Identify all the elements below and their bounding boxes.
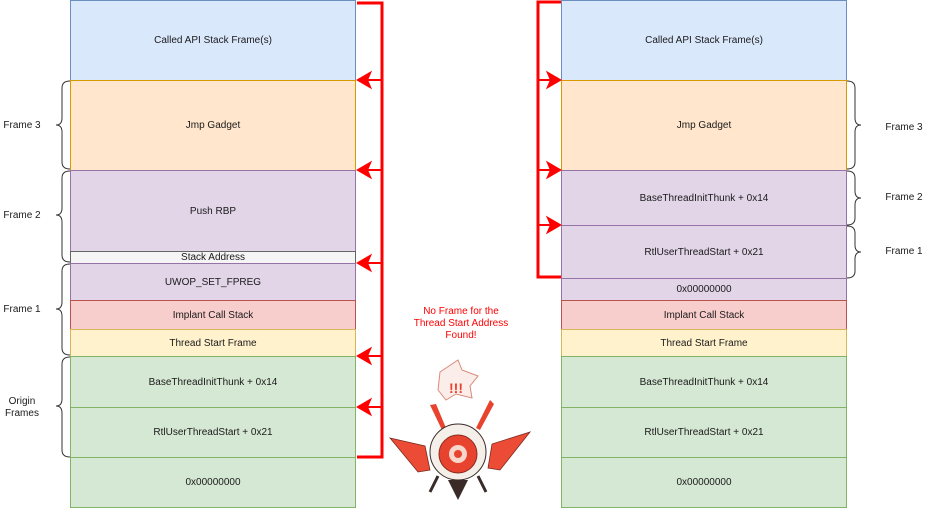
right-cell-thread-start-frame: Thread Start Frame (561, 329, 847, 357)
left-cell-called-api: Called API Stack Frame(s) (70, 0, 356, 81)
right-cell-called-api: Called API Stack Frame(s) (561, 0, 847, 81)
left-label-frame-3: Frame 3 (3, 120, 41, 131)
left-label-frame-1: Frame 1 (3, 304, 41, 315)
right-cell-rtluserthreadstart: RtlUserThreadStart + 0x21 (561, 407, 847, 458)
left-label-origin-frames: Origin Frames (5, 396, 39, 419)
right-brace-frame-3 (846, 80, 862, 170)
right-cell-basethreadinitthunk: BaseThreadInitThunk + 0x14 (561, 356, 847, 408)
alert-exclaim-text: !!! (449, 380, 463, 396)
left-label-frame-2: Frame 2 (3, 210, 41, 221)
left-cell-jmp-gadget: Jmp Gadget (70, 80, 356, 171)
warning-line-2: Thread Start Address (413, 318, 509, 329)
right-unwind-chain (536, 0, 561, 279)
right-label-frame-1: Frame 1 (885, 246, 923, 257)
left-cell-implant-call-stack: Implant Call Stack (70, 300, 356, 330)
alert-robot-icon: !!! (388, 359, 532, 500)
warning-text: No Frame for the Thread Start Address Fo… (400, 306, 522, 342)
right-label-frame-3: Frame 3 (885, 122, 923, 133)
left-brace-frame-3 (55, 80, 71, 170)
right-cell-implant-call-stack: Implant Call Stack (561, 300, 847, 330)
left-cell-null-address: 0x00000000 (70, 457, 356, 508)
left-brace-frame-2 (55, 170, 71, 263)
warning-line-3: Found! (445, 330, 477, 341)
left-brace-origin (55, 356, 71, 458)
right-cell-jmp-gadget: Jmp Gadget (561, 80, 847, 171)
left-cell-basethreadinitthunk: BaseThreadInitThunk + 0x14 (70, 356, 356, 408)
alert-bubble-icon (437, 359, 479, 401)
left-cell-push-rbp: Push RBP (70, 170, 356, 252)
warning-line-1: No Frame for the (423, 306, 499, 317)
right-brace-frame-1 (846, 225, 862, 279)
left-cell-rtluserthreadstart: RtlUserThreadStart + 0x21 (70, 407, 356, 458)
left-brace-frame-1 (55, 263, 71, 356)
right-brace-frame-2 (846, 170, 862, 226)
right-cell-null-address: 0x00000000 (561, 457, 847, 508)
left-unwind-chain (357, 1, 384, 459)
right-label-frame-2: Frame 2 (885, 192, 923, 203)
